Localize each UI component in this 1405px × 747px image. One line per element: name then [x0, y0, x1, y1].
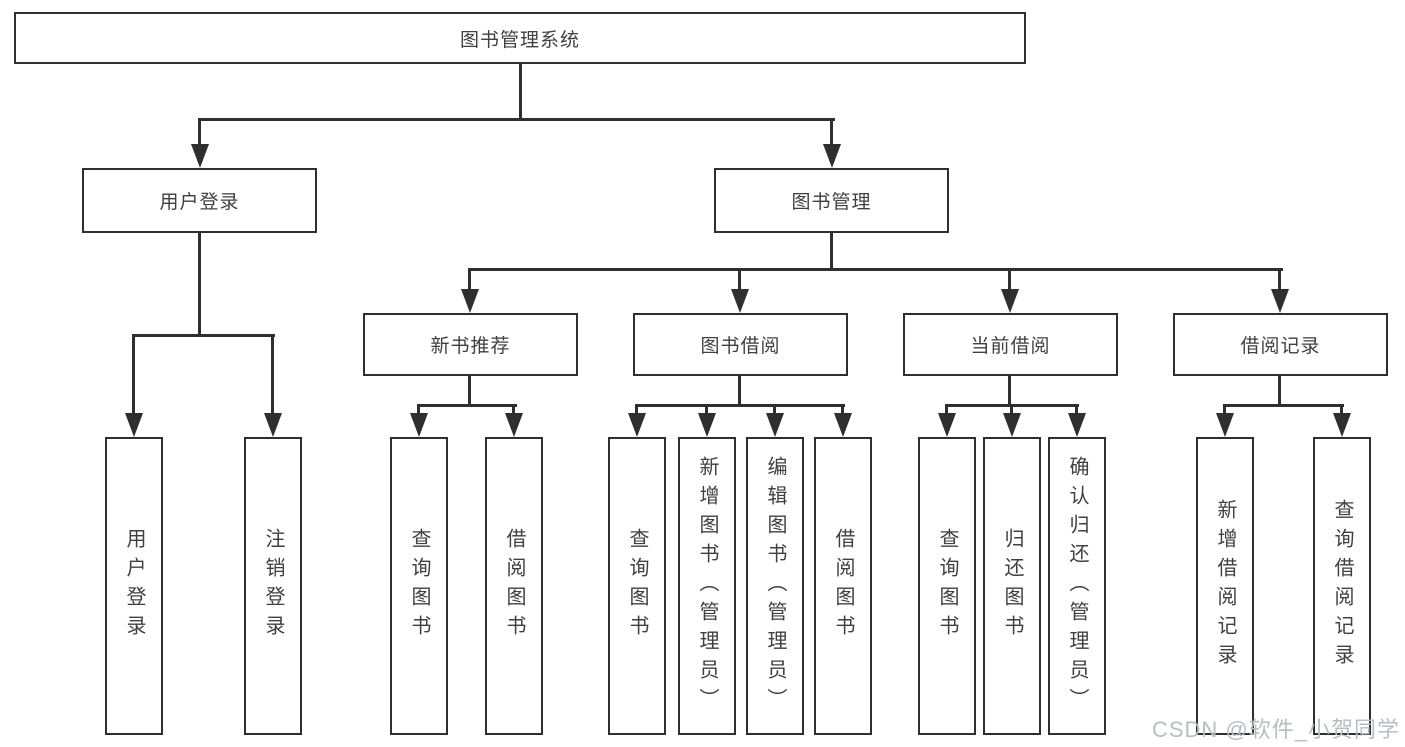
connector-line [198, 233, 201, 336]
node-new-book-recommendation: 新书推荐 [363, 313, 578, 376]
connector-line [773, 404, 776, 415]
connector-line [1010, 404, 1013, 415]
node-leaf-user-login: 用户登录 [105, 437, 163, 735]
node-leaf-query-books-current: 查询图书 [918, 437, 976, 735]
node-borrowing-records: 借阅记录 [1173, 313, 1388, 376]
connector-line [271, 334, 274, 415]
connector-line [1223, 404, 1226, 415]
arrow-down-icon [1333, 413, 1351, 437]
connector-line [512, 404, 515, 415]
arrow-down-icon [1216, 413, 1234, 437]
watermark: CSDN @软件_小贺同学 [1151, 717, 1400, 742]
connector-line [738, 268, 741, 291]
connector-line [468, 268, 1283, 271]
connector-line [132, 334, 135, 415]
node-leaf-query-books-recommend: 查询图书 [390, 437, 448, 735]
connector-line [945, 404, 948, 415]
node-book-borrowing: 图书借阅 [633, 313, 848, 376]
connector-line [519, 64, 522, 120]
connector-line [417, 404, 420, 415]
arrow-down-icon [823, 144, 841, 168]
connector-line [1008, 376, 1011, 406]
arrow-down-icon [125, 413, 143, 437]
arrow-down-icon [731, 289, 749, 313]
arrow-down-icon [938, 413, 956, 437]
node-leaf-logout: 注销登录 [244, 437, 302, 735]
connector-line [830, 233, 833, 270]
connector-line [635, 404, 638, 415]
node-leaf-borrow-books: 借阅图书 [814, 437, 872, 735]
arrow-down-icon [766, 413, 784, 437]
arrow-down-icon [1068, 413, 1086, 437]
node-library-management-system: 图书管理系统 [14, 12, 1026, 64]
arrow-down-icon [461, 289, 479, 313]
connector-line [198, 118, 835, 121]
node-current-borrowing: 当前借阅 [903, 313, 1118, 376]
arrow-down-icon [410, 413, 428, 437]
arrow-down-icon [698, 413, 716, 437]
arrow-down-icon [191, 144, 209, 168]
connector-line [738, 376, 741, 406]
node-leaf-add-borrow-record: 新增借阅记录 [1196, 437, 1254, 735]
node-leaf-borrow-books-recommend: 借阅图书 [485, 437, 543, 735]
connector-line [1075, 404, 1078, 415]
arrow-down-icon [628, 413, 646, 437]
connector-line [635, 404, 845, 407]
connector-line [1278, 268, 1281, 291]
connector-line [468, 376, 471, 406]
node-leaf-add-book-admin: 新增图书（管理员） [678, 437, 736, 735]
connector-line [468, 268, 471, 291]
connector-line [705, 404, 708, 415]
connector-line [1340, 404, 1343, 415]
arrow-down-icon [1271, 289, 1289, 313]
arrow-down-icon [1003, 413, 1021, 437]
connector-line [830, 118, 833, 146]
connector-line [1008, 268, 1011, 291]
node-book-management: 图书管理 [714, 168, 949, 233]
node-leaf-return-books: 归还图书 [983, 437, 1041, 735]
connector-line [841, 404, 844, 415]
connector-line [1223, 404, 1344, 407]
node-leaf-query-borrow-record: 查询借阅记录 [1313, 437, 1371, 735]
connector-line [132, 334, 275, 337]
arrow-down-icon [505, 413, 523, 437]
connector-line [198, 118, 201, 146]
connector-line [1278, 376, 1281, 406]
node-user-login: 用户登录 [82, 168, 317, 233]
arrow-down-icon [834, 413, 852, 437]
node-leaf-edit-book-admin: 编辑图书（管理员） [746, 437, 804, 735]
arrow-down-icon [1001, 289, 1019, 313]
node-leaf-confirm-return-admin: 确认归还（管理员） [1048, 437, 1106, 735]
node-leaf-query-books-borrowing: 查询图书 [608, 437, 666, 735]
arrow-down-icon [264, 413, 282, 437]
connector-line [417, 404, 517, 407]
